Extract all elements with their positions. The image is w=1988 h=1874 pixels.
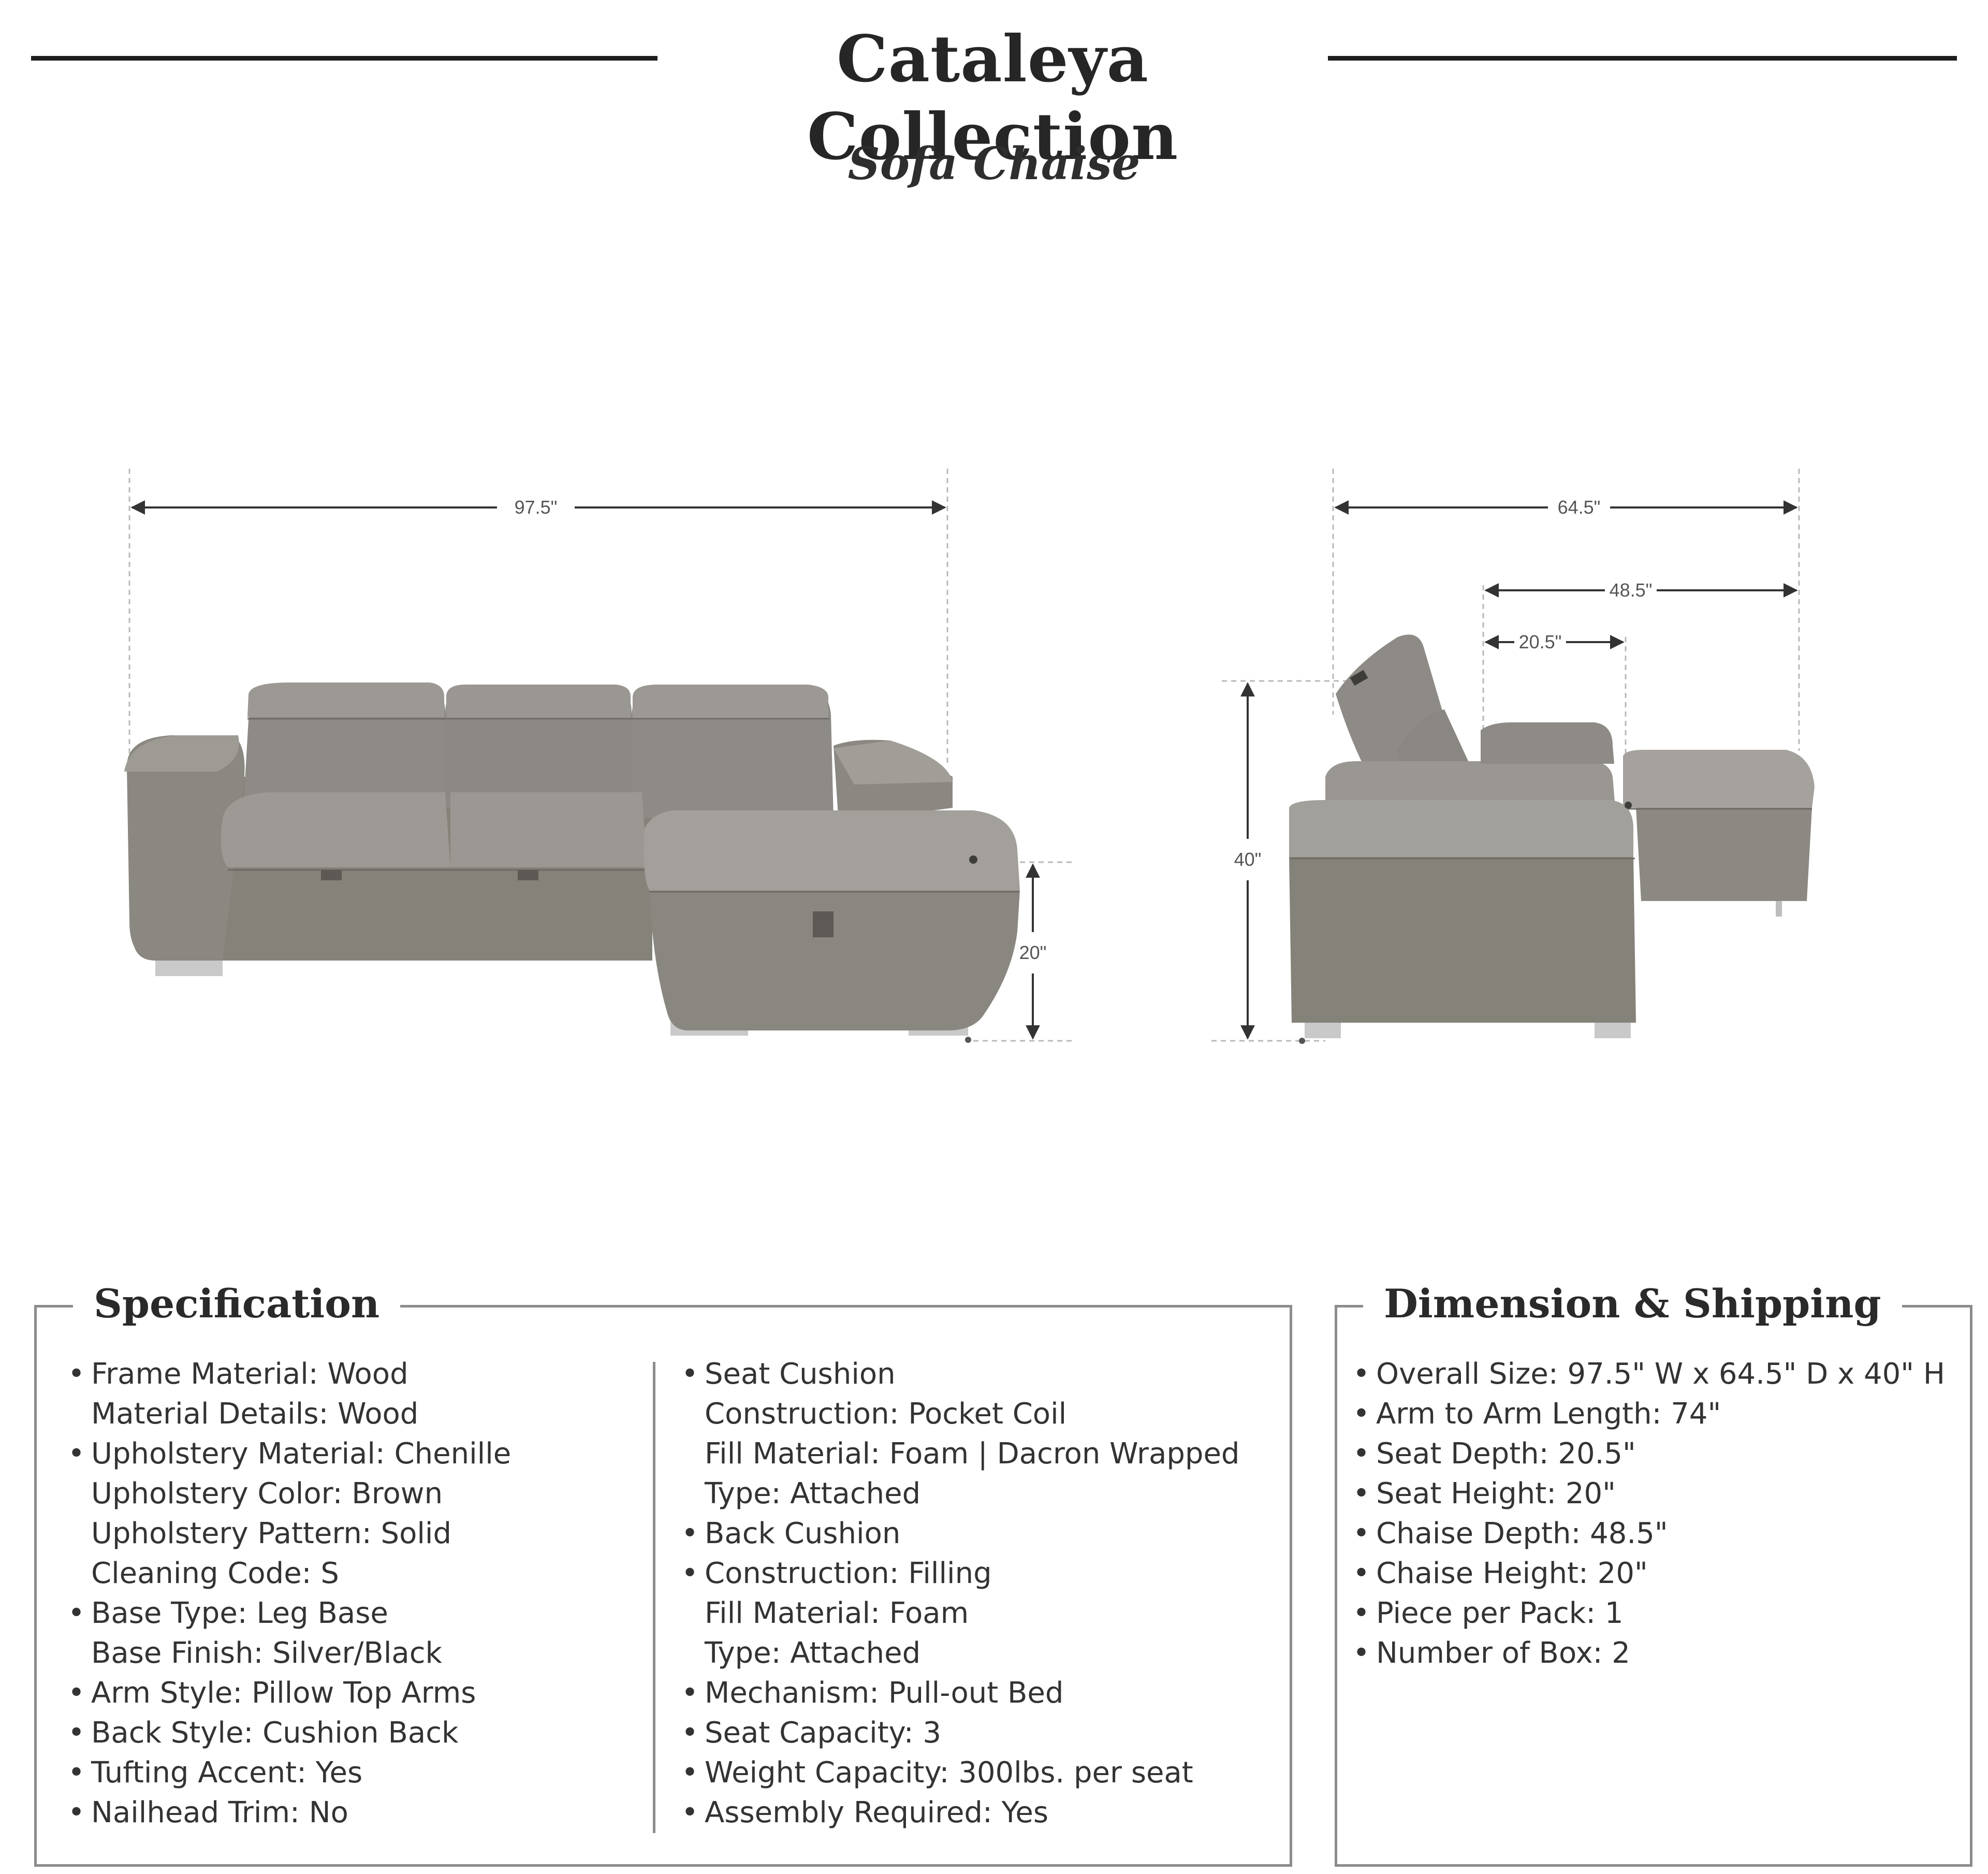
dimension-drawings: 97.5" 20" — [124, 469, 1815, 1044]
dimension-item: Seat Depth: 20.5" — [1353, 1434, 1945, 1474]
dimension-item: Piece per Pack: 1 — [1353, 1593, 1945, 1633]
spec-item: Back Style: Cushion Back — [68, 1713, 511, 1753]
spec-line: Material Details: Wood — [91, 1397, 419, 1431]
spec-item: Seat Capacity: 3 — [681, 1713, 1239, 1753]
spec-line: Fill Material: Foam — [705, 1596, 969, 1630]
spec-line: Upholstery Color: Brown — [91, 1477, 443, 1510]
spec-line: Seat Cushion — [705, 1357, 896, 1391]
spec-item: Back Cushion — [681, 1514, 1239, 1553]
dimension-shipping-list: Overall Size: 97.5" W x 64.5" D x 40" HA… — [1353, 1354, 1945, 1673]
spec-item: Weight Capacity: 300lbs. per seat — [681, 1753, 1239, 1793]
spec-line: Upholstery Material: Chenille — [91, 1437, 511, 1471]
spec-line: Weight Capacity: 300lbs. per seat — [705, 1756, 1193, 1790]
dimension-item: Chaise Height: 20" — [1353, 1553, 1945, 1593]
spec-line: Base Type: Leg Base — [91, 1596, 388, 1630]
height-label: 40" — [1234, 849, 1262, 870]
spec-line: Seat Capacity: 3 — [705, 1716, 942, 1750]
spec-line: Construction: Pocket Coil — [705, 1397, 1067, 1431]
spec-line: Base Finish: Silver/Black — [91, 1636, 442, 1670]
dimension-item: Chaise Depth: 48.5" — [1353, 1514, 1945, 1553]
spec-line: Upholstery Pattern: Solid — [91, 1517, 452, 1550]
chaise-height-label: 20" — [1019, 942, 1047, 963]
header-rule-left — [31, 56, 657, 61]
dimension-item: Arm to Arm Length: 74" — [1353, 1394, 1945, 1434]
depth-label: 64.5" — [1558, 497, 1601, 518]
specification-divider — [653, 1362, 655, 1833]
spec-line: Back Style: Cushion Back — [91, 1716, 459, 1750]
spec-line: Back Cushion — [705, 1517, 901, 1550]
spec-item: Assembly Required: Yes — [681, 1793, 1239, 1833]
header-rule-right — [1328, 56, 1957, 61]
spec-item: Upholstery Material: ChenilleUpholstery … — [68, 1434, 511, 1593]
spec-item: Arm Style: Pillow Top Arms — [68, 1673, 511, 1713]
dimension-shipping-box: Dimension & Shipping Overall Size: 97.5"… — [1335, 1275, 1972, 1867]
spec-line: Frame Material: Wood — [91, 1357, 408, 1391]
dimension-shipping-title: Dimension & Shipping — [1363, 1275, 1902, 1332]
spec-line: Fill Material: Foam | Dacron Wrapped — [705, 1437, 1240, 1471]
sofa-side-view: 64.5" 48.5" 20.5" 40" — [1211, 469, 1815, 1044]
dimension-item: Overall Size: 97.5" W x 64.5" D x 40" H — [1353, 1354, 1945, 1394]
spec-item: Tufting Accent: Yes — [68, 1753, 511, 1793]
dimension-item: Seat Height: 20" — [1353, 1474, 1945, 1514]
spec-line: Nailhead Trim: No — [91, 1796, 348, 1829]
spec-line: Type: Attached — [705, 1477, 921, 1510]
spec-item: Nailhead Trim: No — [68, 1793, 511, 1833]
spec-line: Arm Style: Pillow Top Arms — [91, 1676, 476, 1710]
spec-line: Mechanism: Pull-out Bed — [705, 1676, 1064, 1710]
width-label: 97.5" — [515, 497, 558, 518]
chaise-depth-label: 48.5" — [1610, 579, 1653, 601]
sofa-front-view: 97.5" 20" — [124, 469, 1072, 1043]
spec-line: Tufting Accent: Yes — [91, 1756, 363, 1790]
specification-title: Specification — [73, 1275, 401, 1332]
spec-line: Assembly Required: Yes — [705, 1796, 1049, 1829]
specification-box: Specification Frame Material: WoodMateri… — [34, 1275, 1292, 1867]
spec-line: Type: Attached — [705, 1636, 921, 1670]
dimension-item: Number of Box: 2 — [1353, 1633, 1945, 1673]
spec-line: Construction: Filling — [705, 1557, 992, 1590]
collection-title: Cataleya Collection — [807, 22, 1179, 175]
product-subtitle: Sofa Chaise — [847, 138, 1141, 190]
seat-depth-label: 20.5" — [1519, 631, 1562, 652]
spec-line: Cleaning Code: S — [91, 1557, 339, 1590]
spec-item: Mechanism: Pull-out Bed — [681, 1673, 1239, 1713]
